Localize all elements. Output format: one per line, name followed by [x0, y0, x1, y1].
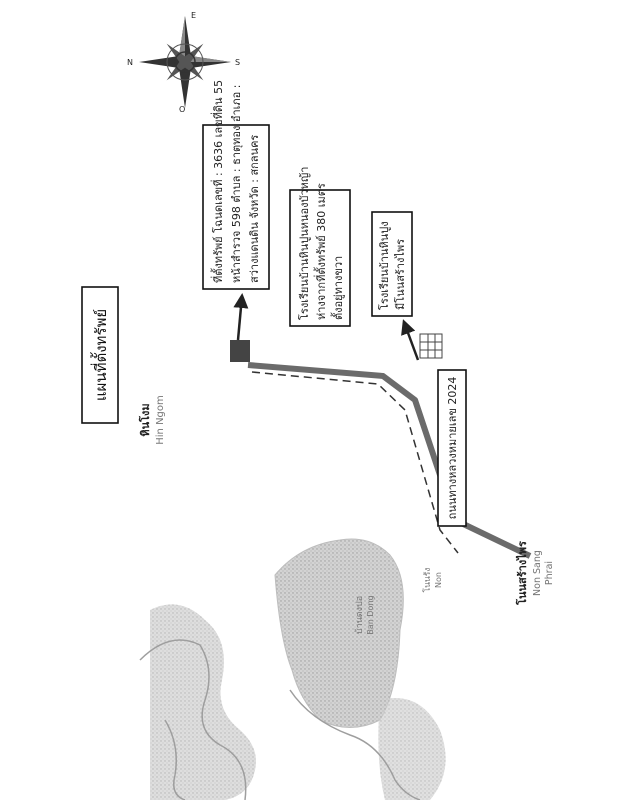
- road-label-box: ถนนทางหลวงหมายเลข 2024: [437, 369, 467, 527]
- compass-rose-icon: E N S O: [127, 11, 240, 114]
- title-box: แผนที่ตั้งทรัพย์: [81, 286, 119, 424]
- map-title: แผนที่ตั้งทรัพย์: [90, 309, 110, 401]
- terrain-area: [150, 538, 446, 800]
- compass-south: S: [235, 58, 240, 67]
- highway-road: [247, 362, 532, 559]
- school-line-2: ห่างจากที่ตั้งทรัพย์ 380 เมตร: [313, 183, 328, 320]
- compass-north: N: [127, 58, 133, 67]
- svg-text:Phrai: Phrai: [544, 561, 555, 585]
- property-info-box: ที่ตั้งทรัพย์ โฉนดเลขที่ : 3636 เลขที่ดิ…: [202, 80, 270, 290]
- temple-line-2: มีโนนสร้างไพร: [393, 239, 407, 310]
- school-arrow: [401, 319, 420, 361]
- svg-text:โนนสร้างไพร: โนนสร้างไพร: [515, 541, 529, 606]
- svg-text:หินโงม: หินโงม: [138, 403, 152, 436]
- property-arrow: [233, 293, 249, 341]
- svg-text:โนนรัง: โนนรัง: [422, 568, 433, 593]
- property-line-2: หน้าสำรวจ 598 ตำบล : ธาตุทอง อำเภอ :: [230, 85, 243, 283]
- svg-text:Non Sang: Non Sang: [532, 550, 543, 596]
- place-non-sang-phrai: โนนสร้างไพร Non Sang Phrai: [515, 541, 555, 606]
- school-info-box: โรงเรียนบ้านหินปูนหนองบัวหญ้า ห่างจากที่…: [289, 167, 351, 327]
- temple-info-box: โรงเรียนบ้านหินปูง มีโนนสร้างไพร: [371, 211, 413, 317]
- compass-east: E: [191, 11, 196, 20]
- compass-west: O: [179, 105, 185, 114]
- svg-text:บ้านดงปอ: บ้านดงปอ: [354, 596, 365, 634]
- place-hin-ngom: หินโงม Hin Ngom: [138, 395, 166, 445]
- school-line-3: ตั้งอยู่ทางขวา: [330, 256, 345, 320]
- route-dashed: [251, 371, 459, 554]
- road-label: ถนนทางหลวงหมายเลข 2024: [446, 377, 459, 520]
- property-line-1: ที่ตั้งทรัพย์ โฉนดเลขที่ : 3636 เลขที่ดิ…: [210, 80, 225, 283]
- place-village-a: บ้านดงปอ Ban Dong: [354, 595, 375, 634]
- place-village-b: โนนรัง Non: [422, 568, 443, 593]
- river-lines: [139, 639, 421, 800]
- svg-text:Ban Dong: Ban Dong: [366, 595, 375, 634]
- temple-line-1: โรงเรียนบ้านหินปูง: [377, 221, 391, 310]
- property-marker: [230, 340, 250, 362]
- svg-text:Hin Ngom: Hin Ngom: [155, 395, 166, 445]
- school-building-icon: [419, 333, 443, 359]
- property-line-3: สว่างแดนดิน จังหวัด : สกลนคร: [248, 135, 261, 283]
- svg-text:Non: Non: [434, 572, 443, 588]
- school-line-1: โรงเรียนบ้านหินปูนหนองบัวหญ้า: [297, 167, 311, 320]
